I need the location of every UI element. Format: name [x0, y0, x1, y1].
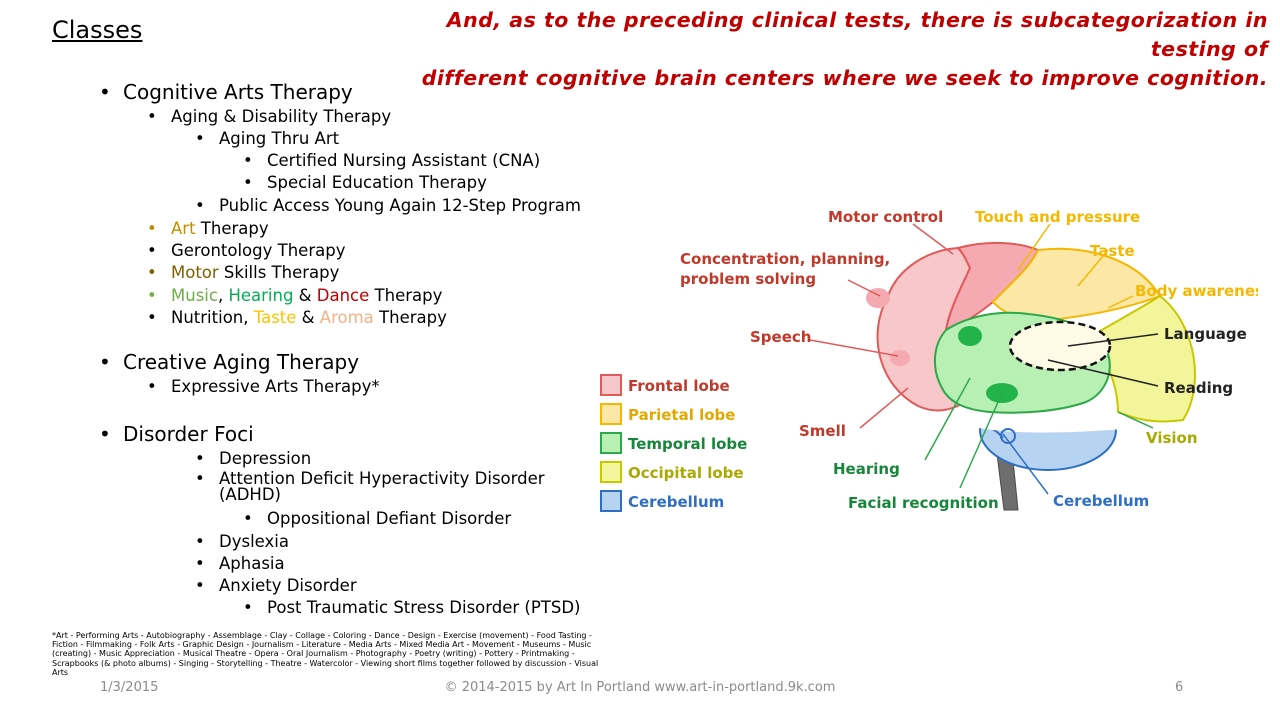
label-cerebellum: Cerebellum: [1053, 492, 1149, 510]
label-concentration-2: problem solving: [680, 270, 816, 288]
legend-label-cerebellum: Cerebellum: [628, 493, 724, 511]
list-item: •Gerontology Therapy: [147, 241, 346, 260]
list-item: •Aging Thru Art: [195, 129, 340, 148]
leader-lines-yellow: [1017, 223, 1134, 309]
legend-swatch-occipital: [600, 461, 622, 483]
legend: Frontal lobe Parietal lobe Temporal lobe…: [600, 374, 747, 512]
list-item: •Cognitive Arts Therapy: [99, 80, 353, 104]
legend-label-occipital: Occipital lobe: [628, 464, 744, 482]
label-speech: Speech: [750, 328, 811, 346]
label-language: Language: [1164, 325, 1247, 343]
list-item: •Special Education Therapy: [243, 173, 487, 192]
list-item: •Public Access Young Again 12-Step Progr…: [195, 196, 581, 215]
leader-lines-black: [1047, 333, 1159, 387]
list-item: •Nutrition, Taste & Aroma Therapy: [147, 308, 447, 327]
legend-label-frontal: Frontal lobe: [628, 377, 730, 395]
label-hearing: Hearing: [833, 460, 900, 478]
list-item: •Motor Skills Therapy: [147, 263, 340, 282]
headline-line-1: And, as to the preceding clinical tests,…: [446, 8, 1268, 61]
list-item: •Post Traumatic Stress Disorder (PTSD): [243, 598, 581, 617]
legend-swatch-temporal: [600, 432, 622, 454]
footnote: *Art - Performing Arts - Autobiography -…: [52, 631, 599, 677]
leader-line-blue: [1002, 433, 1049, 495]
list-item: •Creative Aging Therapy: [99, 350, 360, 374]
label-motor-control: Motor control: [828, 208, 943, 226]
list-item: •Aging & Disability Therapy: [147, 107, 392, 126]
list-item: •Expressive Arts Therapy*: [147, 377, 380, 396]
label-facial-recognition: Facial recognition: [848, 494, 999, 512]
label-touch-pressure: Touch and pressure: [975, 208, 1140, 226]
footer-copyright: © 2014-2015 by Art In Portland www.art-i…: [444, 680, 836, 695]
headline: And, as to the preceding clinical tests,…: [368, 6, 1268, 93]
language-area-outline: [1008, 320, 1112, 372]
brain-diagram: Frontal lobe Parietal lobe Temporal lobe…: [600, 208, 1258, 512]
legend-swatch-cerebellum: [600, 490, 622, 512]
brain-illustration: [866, 241, 1200, 511]
list-item: •Depression: [195, 449, 312, 468]
leader-lines-green: [924, 377, 1154, 489]
list-item: •Dyslexia: [195, 532, 289, 551]
label-concentration-1: Concentration, planning,: [680, 250, 890, 268]
footer-date: 1/3/2015: [100, 680, 159, 695]
list-item: •Certified Nursing Assistant (CNA): [243, 151, 541, 170]
list-item: •Attention Deficit Hyperactivity Disorde…: [195, 469, 545, 504]
label-body-awareness: Body awareness: [1135, 282, 1258, 300]
legend-label-parietal: Parietal lobe: [628, 406, 735, 424]
legend-label-temporal: Temporal lobe: [628, 435, 747, 453]
headline-line-2: different cognitive brain centers where …: [421, 66, 1268, 90]
list-item: •Disorder Foci: [99, 422, 254, 446]
list-item: •Oppositional Defiant Disorder: [243, 509, 512, 528]
slide-title: Classes: [52, 16, 143, 44]
legend-swatch-parietal: [600, 403, 622, 425]
label-vision: Vision: [1146, 429, 1198, 447]
list-item: •Music, Hearing & Dance Therapy: [147, 286, 443, 305]
leader-lines-red: [809, 223, 954, 429]
legend-swatch-frontal: [600, 374, 622, 396]
list-item: •Aphasia: [195, 554, 285, 573]
list-item: •Anxiety Disorder: [195, 576, 357, 595]
label-taste: Taste: [1090, 242, 1135, 260]
label-reading: Reading: [1164, 379, 1233, 397]
footer-page-number: 6: [1175, 680, 1184, 695]
label-smell: Smell: [799, 422, 846, 440]
list-item: •Art Therapy: [147, 219, 269, 238]
